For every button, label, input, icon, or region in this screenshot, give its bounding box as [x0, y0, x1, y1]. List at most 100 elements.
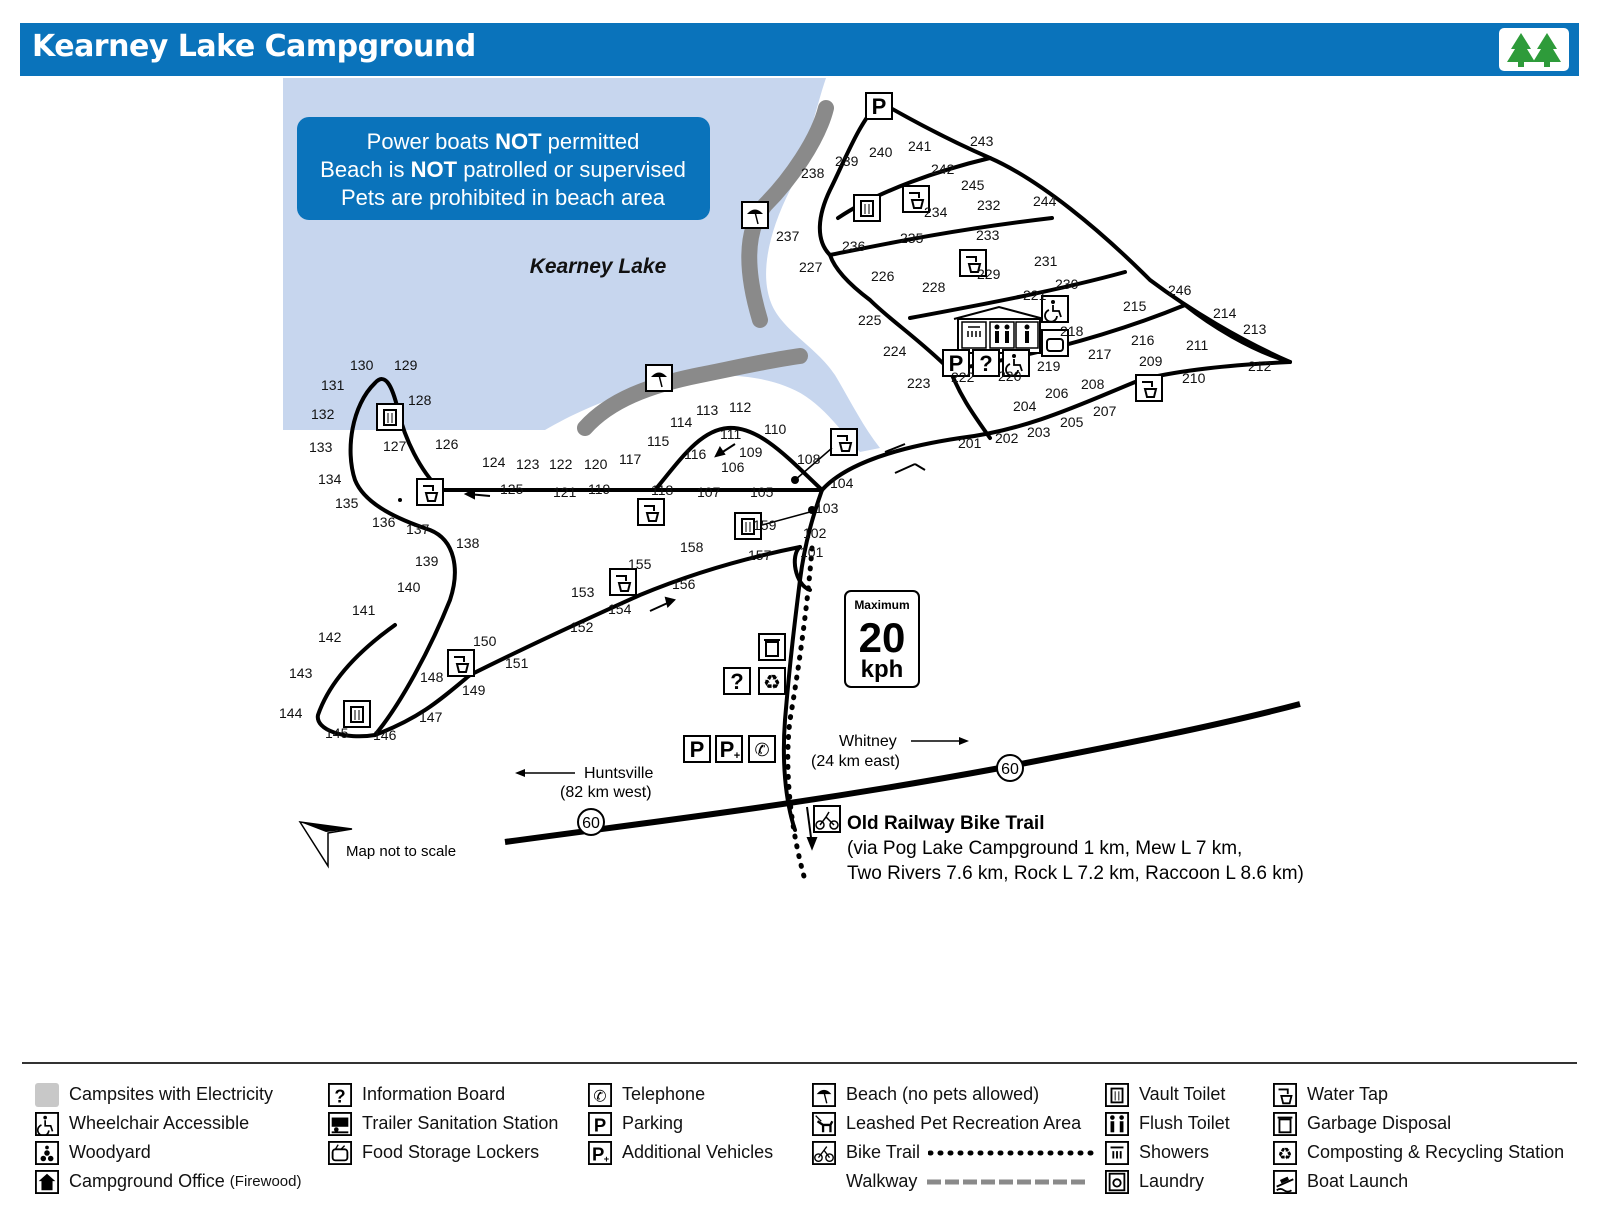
campsite-202: 202	[995, 430, 1019, 446]
campsite-117: 117	[619, 451, 642, 467]
walkway	[577, 348, 808, 436]
campsite-246: 246	[1168, 282, 1192, 298]
whitney-label: Whitney	[839, 733, 897, 750]
water-tap-icon	[609, 568, 637, 596]
campsite-154: 154	[608, 601, 632, 617]
legend-item-garbage: Garbage Disposal	[1273, 1109, 1564, 1138]
title-bar: Kearney Lake Campground	[20, 23, 1579, 76]
campsite-130: 130	[350, 357, 374, 373]
direction-arrows	[463, 443, 818, 851]
svg-text:P: P	[690, 737, 705, 762]
vault-toilet-icon	[343, 700, 371, 728]
campsite-232: 232	[977, 197, 1001, 213]
bike-trail-line	[785, 545, 815, 883]
campsite-131: 131	[321, 377, 345, 393]
campsite-227: 227	[799, 259, 823, 275]
comfort-station	[953, 305, 1045, 354]
campsite-122: 122	[549, 456, 573, 472]
campsite-115: 115	[647, 433, 670, 449]
campsite-219: 219	[1037, 358, 1061, 374]
campsite-116: 116	[684, 446, 707, 462]
campsite-210: 210	[1182, 370, 1206, 386]
campsite-124: 124	[482, 454, 506, 470]
campsite-234: 234	[924, 204, 948, 220]
electricity-swatch	[35, 1082, 59, 1107]
campsite-113: 113	[696, 402, 719, 418]
campsite-203: 203	[1027, 424, 1051, 440]
campsite-225: 225	[858, 312, 882, 328]
highway-60	[504, 701, 1301, 845]
svg-text:♻: ♻	[1278, 1144, 1293, 1163]
svg-text:♻: ♻	[763, 672, 781, 694]
campsite-206: 206	[1045, 385, 1069, 401]
svg-text:✆: ✆	[593, 1086, 606, 1105]
campsite-104: 104	[830, 475, 854, 491]
campsite-121: 121	[553, 484, 577, 500]
scale-note: Map not to scale	[346, 843, 456, 860]
legend-item-walkway: Walkway	[812, 1167, 1098, 1196]
water-tap-icon	[1135, 374, 1163, 402]
flush-toilet-icon	[1105, 1111, 1129, 1136]
boat-launch-icon	[1273, 1169, 1297, 1194]
campsite-136: 136	[372, 514, 396, 530]
svg-text:+: +	[734, 750, 740, 762]
highway-shield-east: 60	[996, 754, 1024, 782]
svg-text:P: P	[720, 737, 735, 762]
shower-icon	[1105, 1140, 1129, 1165]
svg-text:20: 20	[859, 614, 906, 661]
campsite-207: 207	[1093, 403, 1117, 419]
campsite-146: 146	[373, 727, 397, 743]
svg-text:Beach is NOT patrolled or supe: Beach is NOT patrolled or supervised	[320, 157, 686, 182]
campsite-149: 149	[462, 682, 486, 698]
svg-text:?: ?	[979, 351, 992, 376]
additional-vehicles-icon: P+	[715, 735, 743, 763]
shower-icon	[961, 321, 987, 349]
water-tap-icon	[830, 428, 858, 456]
svg-text:Pets are prohibited in beach a: Pets are prohibited in beach area	[341, 185, 666, 210]
additional-vehicles-icon: P+	[588, 1140, 612, 1165]
campsite-135: 135	[335, 495, 359, 511]
legend-item-additional-vehicles: P+Additional Vehicles	[588, 1138, 773, 1167]
campsite-145: 145	[325, 725, 349, 741]
leashed-pet-icon	[812, 1111, 836, 1136]
campsite-111: 111	[720, 426, 741, 442]
campsite-144: 144	[279, 705, 303, 721]
legend-column-5: Vault Toilet Flush Toilet Showers Laundr…	[1105, 1080, 1230, 1196]
legend-item-laundry: Laundry	[1105, 1167, 1230, 1196]
legend-column-1: Campsites with Electricity Wheelchair Ac…	[35, 1080, 301, 1196]
campsite-139: 139	[415, 553, 439, 569]
campsite-240: 240	[869, 144, 893, 160]
beach-icon	[741, 201, 769, 229]
walkway-icon	[927, 1179, 1089, 1184]
campsite-138: 138	[456, 535, 480, 551]
north-arrow-icon	[298, 821, 353, 869]
whitney-distance: (24 km east)	[811, 753, 900, 770]
legend-item-bike-trail: Bike Trail	[812, 1138, 1099, 1167]
campsite-212: 212	[1248, 358, 1272, 374]
page-title: Kearney Lake Campground	[32, 29, 476, 64]
highway-shield-west: 60	[577, 808, 605, 836]
svg-text:(via Pog Lake Campground 1 km,: (via Pog Lake Campground 1 km, Mew L 7 k…	[847, 838, 1242, 859]
laundry-icon	[1105, 1169, 1129, 1194]
campsite-242: 242	[931, 161, 955, 177]
campsite-102: 102	[803, 525, 827, 541]
campsite-114: 114	[670, 414, 693, 430]
vault-toilet-icon	[853, 194, 881, 222]
campsite-128: 128	[408, 392, 432, 408]
vault-toilet-icon	[376, 403, 404, 431]
legend-item-food-locker: Food Storage Lockers	[328, 1138, 558, 1167]
campsite-142: 142	[318, 629, 342, 645]
svg-text:60: 60	[1001, 761, 1019, 778]
legend-item-vault-toilet: Vault Toilet	[1105, 1080, 1230, 1109]
campsite-157: 157	[748, 547, 772, 563]
parking-icon: P	[588, 1111, 612, 1136]
svg-text:kph: kph	[861, 656, 904, 683]
campsite-201: 201	[958, 435, 982, 451]
twin-trees-icon	[1499, 28, 1569, 71]
campsite-223: 223	[907, 375, 931, 391]
campsite-148: 148	[420, 669, 444, 685]
lake-name: Kearney Lake	[530, 255, 667, 278]
campsite-150: 150	[473, 633, 497, 649]
campsite-245: 245	[961, 177, 985, 193]
